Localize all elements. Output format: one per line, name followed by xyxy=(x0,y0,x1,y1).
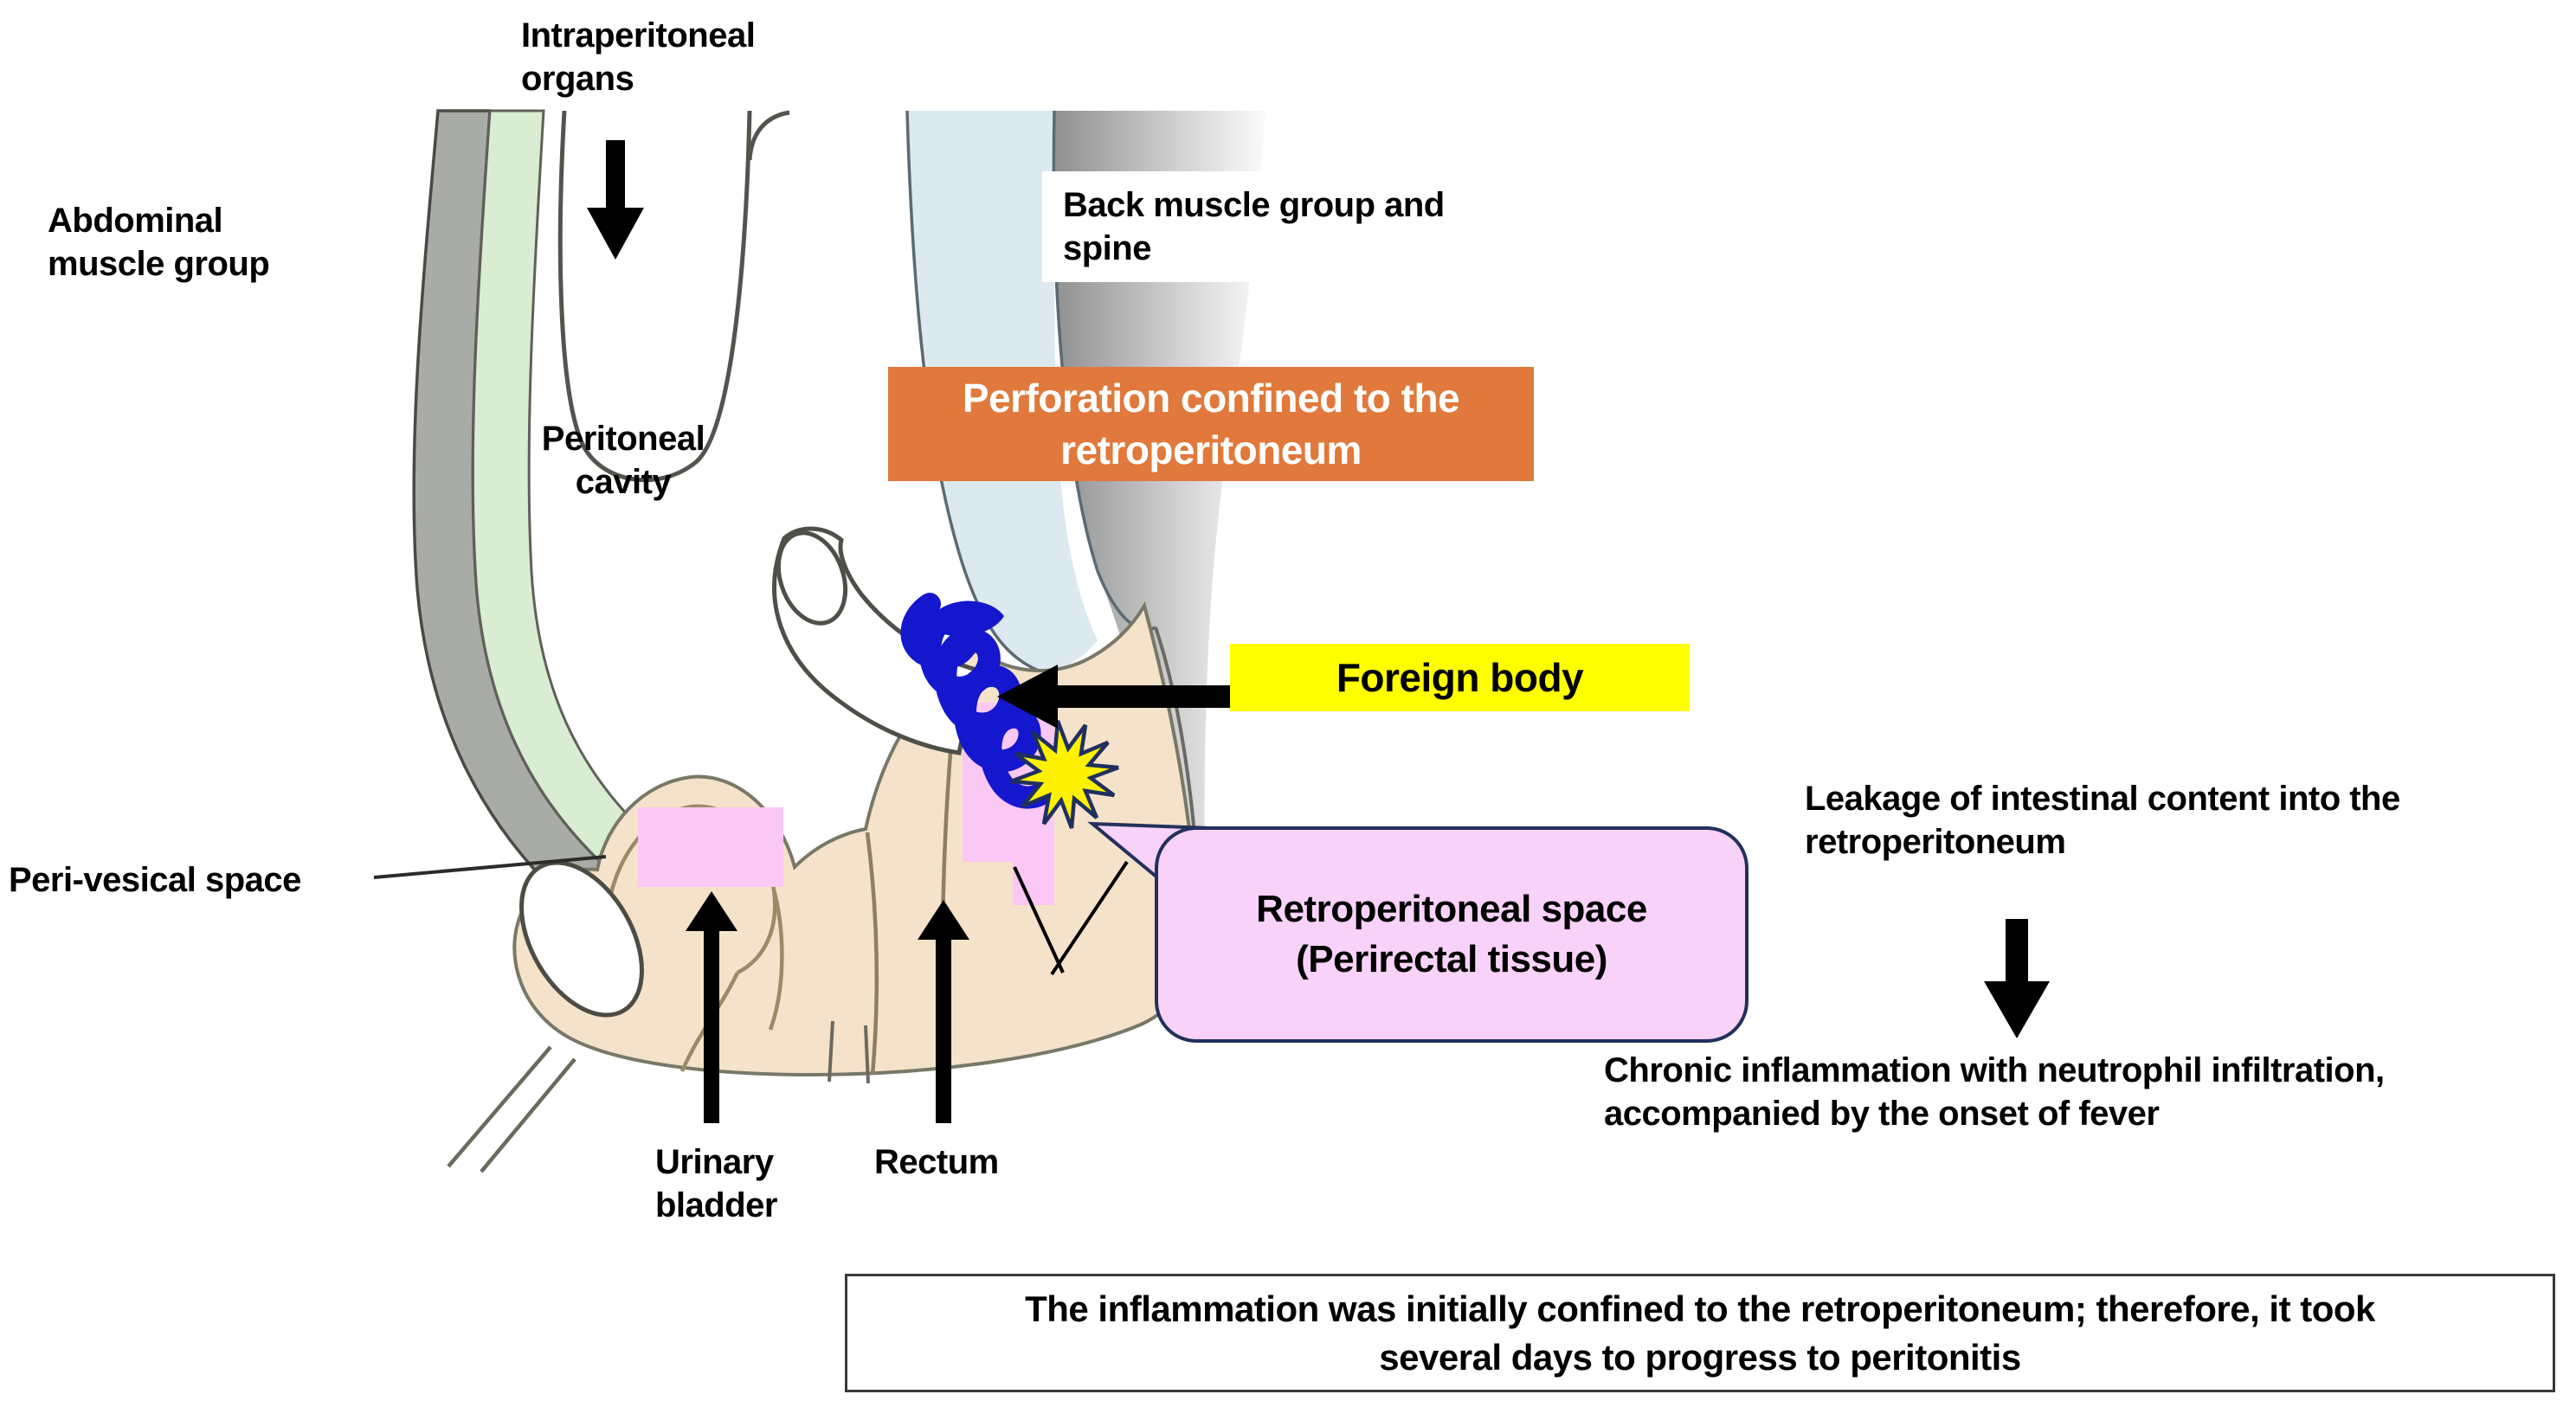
label-line: Chronic inflammation with neutrophil inf… xyxy=(1604,1051,2385,1089)
callout-line: Perforation confined to the xyxy=(962,376,1460,421)
peri-vesical-pointer-line xyxy=(373,855,607,879)
bladder-arrow xyxy=(686,891,737,1123)
leakage-down-arrow xyxy=(1984,919,2050,1038)
label-line: Abdominal xyxy=(48,202,223,240)
label-line: accompanied by the onset of fever xyxy=(1604,1095,2160,1133)
callout-line: several days to progress to peritonitis xyxy=(1379,1336,2021,1378)
label-line: bladder xyxy=(655,1186,777,1224)
label-line: retroperitoneum xyxy=(1805,823,2066,861)
intraperitoneal-down-arrow xyxy=(587,140,644,260)
rectum-arrow xyxy=(918,900,969,1123)
label-urinary-bladder: Urinary bladder xyxy=(655,1140,777,1227)
label-line: muscle group xyxy=(48,245,270,283)
callout-line: Foreign body xyxy=(1336,655,1584,700)
spine-left-edge-line xyxy=(905,110,1046,675)
rectum-shape-left-wall xyxy=(865,832,879,1076)
perforation-callout-box: Perforation confined to the retroperiton… xyxy=(888,367,1534,481)
label-line: spine xyxy=(1063,229,1151,267)
retroperitoneal-space-bubble: Retroperitoneal space (Perirectal tissue… xyxy=(1155,826,1748,1043)
callout-line: Retroperitoneal space xyxy=(1256,888,1647,930)
perforation-star-icon xyxy=(1010,720,1119,829)
callout-line: retroperitoneum xyxy=(1060,427,1362,472)
label-back-muscle-and-spine: Back muscle group and spine xyxy=(1042,171,1486,282)
label-peritoneal-cavity: Peritoneal cavity xyxy=(485,417,762,504)
peri-vesical-highlight xyxy=(638,807,783,887)
label-line: Peritoneal xyxy=(541,420,705,458)
anal-canal-line-1 xyxy=(828,1020,834,1083)
pelvic-floor-line-2 xyxy=(480,1057,576,1173)
foreign-body-arrow xyxy=(997,665,1230,729)
peritoneal-loop-hook xyxy=(747,110,790,161)
bladder-posterior-line xyxy=(768,889,784,1031)
label-intraperitoneal-organs: Intraperitoneal organs xyxy=(521,14,756,100)
label-line: organs xyxy=(521,60,634,98)
peritoneal-loop-outline xyxy=(557,110,752,483)
callout-line: (Perirectal tissue) xyxy=(1296,938,1607,980)
label-line: Back muscle group and xyxy=(1063,186,1445,224)
label-chronic-inflammation: Chronic inflammation with neutrophil inf… xyxy=(1604,1049,2385,1135)
pelvic-floor-line-1 xyxy=(447,1045,552,1168)
conclusion-box: The inflammation was initially confined … xyxy=(845,1274,2555,1392)
callout-pointer-line-1 xyxy=(1013,866,1065,973)
callout-line: The inflammation was initially confined … xyxy=(1025,1288,2375,1329)
label-peri-vesical-space: Peri-vesical space xyxy=(9,861,301,899)
anal-canal-line-2 xyxy=(864,1025,870,1084)
label-line: Leakage of intestinal content into the xyxy=(1805,780,2400,818)
pubic-bone-shape xyxy=(519,860,644,1018)
label-leakage: Leakage of intestinal content into the r… xyxy=(1805,777,2400,864)
label-abdominal-muscle-group: Abdominal muscle group xyxy=(48,199,270,286)
label-line: Urinary xyxy=(655,1143,774,1181)
callout-pointer-line-2 xyxy=(1050,860,1129,976)
back-muscle-shape xyxy=(1053,111,1265,888)
foreign-body-callout-box: Foreign body xyxy=(1230,644,1690,711)
label-line: cavity xyxy=(575,463,672,501)
label-line: Intraperitoneal xyxy=(521,16,756,55)
sigmoid-colon-mouth xyxy=(776,530,848,626)
foreign-body-coil-tip xyxy=(933,601,1004,637)
label-rectum: Rectum xyxy=(874,1143,999,1181)
